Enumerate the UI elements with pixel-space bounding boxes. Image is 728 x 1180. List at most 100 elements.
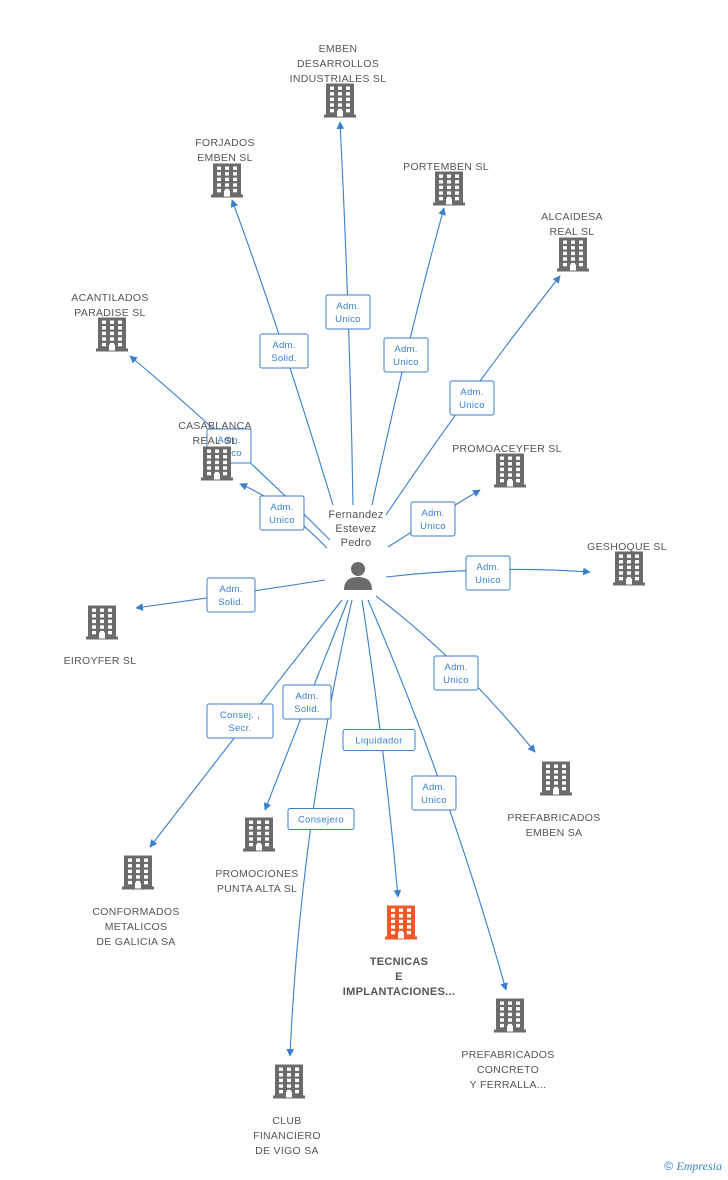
relation-label-text: Adm. <box>444 662 467 673</box>
company-label: REAL SL <box>550 226 595 238</box>
relation-label-text: Adm. <box>476 562 499 573</box>
company-label: GESHOQUE SL <box>587 541 667 553</box>
relation-label-text: Solid. <box>218 597 244 608</box>
relation-label-alcaidesa-real[interactable]: Adm. Unico <box>449 380 495 416</box>
relation-label-text: Adm. <box>217 435 240 446</box>
company-label: TECNICAS <box>370 956 429 968</box>
relation-label-text: Unico <box>420 521 446 532</box>
company-label: CONFORMADOS <box>92 906 179 918</box>
relation-label-text: Adm. <box>219 584 242 595</box>
relation-label-text: Solid. <box>294 704 320 715</box>
company-label: PROMOACEYFER SL <box>452 443 562 455</box>
relation-label-text: Adm. <box>295 691 318 702</box>
building-icon <box>557 237 589 272</box>
relation-label-portemben[interactable]: Adm.Unico <box>383 337 429 373</box>
building-icon <box>324 83 356 118</box>
person-icon <box>344 562 372 590</box>
company-label: CONCRETO <box>477 1064 539 1076</box>
person-label: Fernandez <box>328 509 383 521</box>
company-label: DE GALICIA SA <box>96 936 175 948</box>
relation-label-text: Adm. <box>270 502 293 513</box>
company-node-eiroyfer[interactable]: EIROYFER SL <box>64 605 137 668</box>
company-node-tecnicas-implantaciones[interactable]: TECNICAS E IMPLANTACIONES... <box>343 905 455 999</box>
company-label: DESARROLLOS <box>297 58 379 70</box>
company-label: EMBEN SA <box>526 827 583 839</box>
company-label: E <box>395 971 403 983</box>
relation-label-forjados-emben[interactable]: Adm.Solid. <box>259 333 309 369</box>
building-icon <box>540 761 572 796</box>
company-label: PUNTA ALTA SL <box>217 883 297 895</box>
company-node-alcaidesa-real[interactable]: ALCAIDESA REAL SL <box>541 211 603 272</box>
relation-label-promociones-punta-alta[interactable]: Adm. Solid. <box>282 684 332 720</box>
company-label: ALCAIDESA <box>541 211 603 223</box>
relation-label-text: Unico <box>335 314 361 325</box>
building-icon <box>211 163 243 198</box>
relation-label-text: Adm. <box>460 387 483 398</box>
relation-label-text: Adm. <box>421 508 444 519</box>
person-label: Pedro <box>341 537 372 549</box>
copyright-symbol: © <box>664 1159 674 1173</box>
relation-label-text: Consejero <box>298 815 344 826</box>
company-label: IMPLANTACIONES... <box>343 986 455 998</box>
relation-label-text: Unico <box>443 675 469 686</box>
company-label: EIROYFER SL <box>64 655 137 667</box>
building-icon <box>273 1064 305 1099</box>
building-icon <box>613 551 645 586</box>
relation-label-text: Adm. <box>336 301 359 312</box>
relation-label-eiroyfer[interactable]: Adm. Solid. <box>206 577 256 613</box>
company-label: EMBEN <box>319 43 358 55</box>
company-node-promociones-punta-alta[interactable]: PROMOCIONES PUNTA ALTA SL <box>215 817 298 896</box>
relation-label-text: Liquidador <box>355 736 402 747</box>
building-icon <box>243 817 275 852</box>
company-label: EMBEN SL <box>197 152 253 164</box>
building-icon <box>96 317 128 352</box>
copyright-footer[interactable]: © Empresia <box>664 1159 722 1174</box>
relation-label-tecnicas-implantaciones[interactable]: Liquidador <box>342 729 416 751</box>
relation-label-casablanca-real[interactable]: Adm. Unico <box>259 495 305 531</box>
company-node-portemben[interactable]: PORTEMBEN SL <box>403 161 489 206</box>
company-node-geshoque[interactable]: GESHOQUE SL <box>587 541 667 586</box>
company-label: DE VIGO SA <box>255 1145 319 1157</box>
company-label: PREFABRICADOS <box>461 1049 554 1061</box>
relation-label-promoaceyfer[interactable]: Adm. Unico <box>410 501 456 537</box>
building-icon <box>433 171 465 206</box>
relation-label-prefabricados-concreto[interactable]: Adm.Unico <box>411 775 457 811</box>
relation-label-text: Unico <box>393 357 419 368</box>
company-label: Y FERRALLA... <box>470 1079 547 1091</box>
company-node-promoaceyfer[interactable]: PROMOACEYFER SL <box>452 443 562 488</box>
brand-logo: Empresia <box>676 1159 722 1173</box>
nodes-layer: EMBEN DESARROLLOS INDUSTRIALES SL FORJADOSE… <box>64 43 667 1157</box>
edge-labels-layer: Adm.UnicoAdm.Solid.Adm.UnicoAdm.UnicoAdm… <box>206 294 511 830</box>
relation-label-conformados-metalicos[interactable]: Consej. ,Secr. <box>206 703 274 739</box>
company-node-prefabricados-emben[interactable]: PREFABRICADOS EMBEN SA <box>507 761 600 840</box>
company-label: CLUB <box>272 1115 301 1127</box>
building-icon <box>201 446 233 481</box>
person-label: Estevez <box>335 523 376 535</box>
relation-label-text: Adm. <box>422 782 445 793</box>
company-label: ACANTILADOS <box>71 292 148 304</box>
company-node-prefabricados-concreto[interactable]: PREFABRICADOS CONCRETO Y FERRALLA... <box>461 998 554 1092</box>
company-label: PORTEMBEN SL <box>403 161 489 173</box>
relation-label-text: Unico <box>475 575 501 586</box>
relation-label-text: Adm. <box>272 340 295 351</box>
company-node-club-financiero[interactable]: CLUB FINANCIERO DE VIGO SA <box>253 1064 321 1158</box>
relation-label-text: Unico <box>269 515 295 526</box>
relation-label-prefabricados-emben[interactable]: Adm. Unico <box>433 655 479 691</box>
company-label: FINANCIERO <box>253 1130 321 1142</box>
company-label: PROMOCIONES <box>215 868 298 880</box>
company-node-emben-desarrollos[interactable]: EMBEN DESARROLLOS INDUSTRIALES SL <box>290 43 387 118</box>
relation-label-emben-desarrollos[interactable]: Adm. Unico <box>325 294 371 330</box>
relation-label-text: Unico <box>459 400 485 411</box>
building-icon <box>86 605 118 640</box>
building-icon <box>494 998 526 1033</box>
company-label: INDUSTRIALES SL <box>290 73 387 85</box>
relation-label-club-financiero[interactable]: Consejero <box>287 808 355 830</box>
relation-label-geshoque[interactable]: Adm. Unico <box>465 555 511 591</box>
company-label: PREFABRICADOS <box>507 812 600 824</box>
